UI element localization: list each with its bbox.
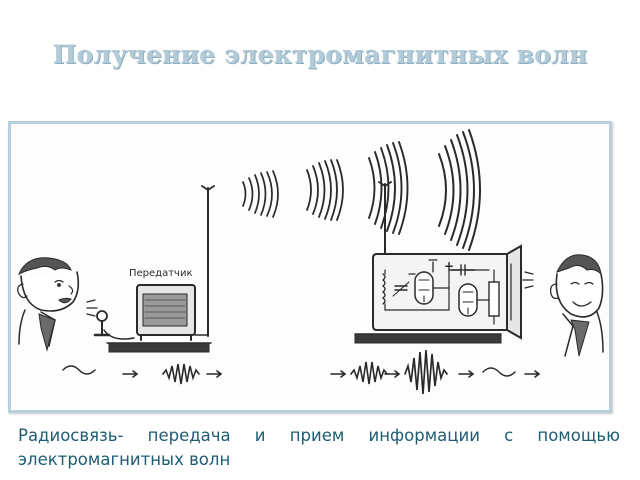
radio-wave-fronts [242,129,481,251]
arrow-right-icon [458,370,475,378]
transmitter-box [136,284,196,341]
wave-front-group-2 [306,159,344,221]
signal-waveforms [62,349,541,395]
receiver-circuit [372,244,522,340]
radio-diagram: + [17,129,604,395]
arrow-right-icon [384,370,401,378]
radio-communication-figure: + [8,121,612,413]
plus-sign-label: + [444,259,454,273]
right-table [354,333,502,344]
speaking-boy-illustration [17,257,98,352]
amplified-signal [404,349,448,395]
arrow-right-icon [524,370,541,378]
wave-front-group-1 [242,170,279,218]
transmitter-antenna-icon [194,185,215,337]
modulated-signal-received [350,361,388,385]
mic-cable [103,329,135,340]
caption-text: Радиосвязь- передача и прием информации … [18,426,620,469]
sound-wave-output [482,367,516,377]
left-table [108,342,210,353]
arrow-right-icon [122,370,139,378]
slide-title: Получение электромагнитных волн [52,40,588,69]
arrow-right-icon [206,370,223,378]
transmitter-label: Передатчик [129,268,193,279]
wave-front-group-4 [438,129,481,251]
modulated-signal-transmitted [162,363,200,385]
sound-wave-input [62,365,96,375]
listening-boy-illustration [522,254,604,357]
microphone-icon [93,310,111,337]
arrow-right-icon [330,370,347,378]
wave-front-group-3 [368,141,409,235]
